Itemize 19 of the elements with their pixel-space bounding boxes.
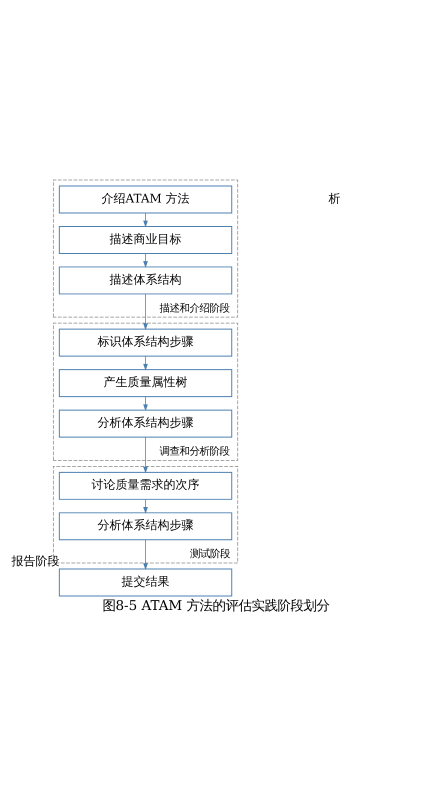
node-box: 分析体系结构步骤 [58,512,232,540]
arrow [143,252,148,268]
label: 析 [328,190,340,205]
arrow [143,498,148,514]
node-box: 描述商业目标 [58,225,232,254]
node-box: 标识体系结构步骤 [58,328,232,356]
arrow [143,396,148,411]
node-box: 提交结果 [58,568,232,596]
arrow [143,355,148,370]
node-box: 介绍ATAM 方法 [58,185,232,213]
arrow [143,212,148,227]
arrow [143,539,148,570]
node-box: 产生质量属性树 [58,368,232,397]
node-box: 描述体系结构 [58,266,232,294]
arrow [143,436,148,473]
node-box: 讨论质量需求的次序 [58,471,232,500]
node-box: 分析体系结构步骤 [58,409,232,438]
caption: 图8-5 ATAM 方法的评估实践阶段划分 [102,597,330,614]
arrow [143,293,148,330]
